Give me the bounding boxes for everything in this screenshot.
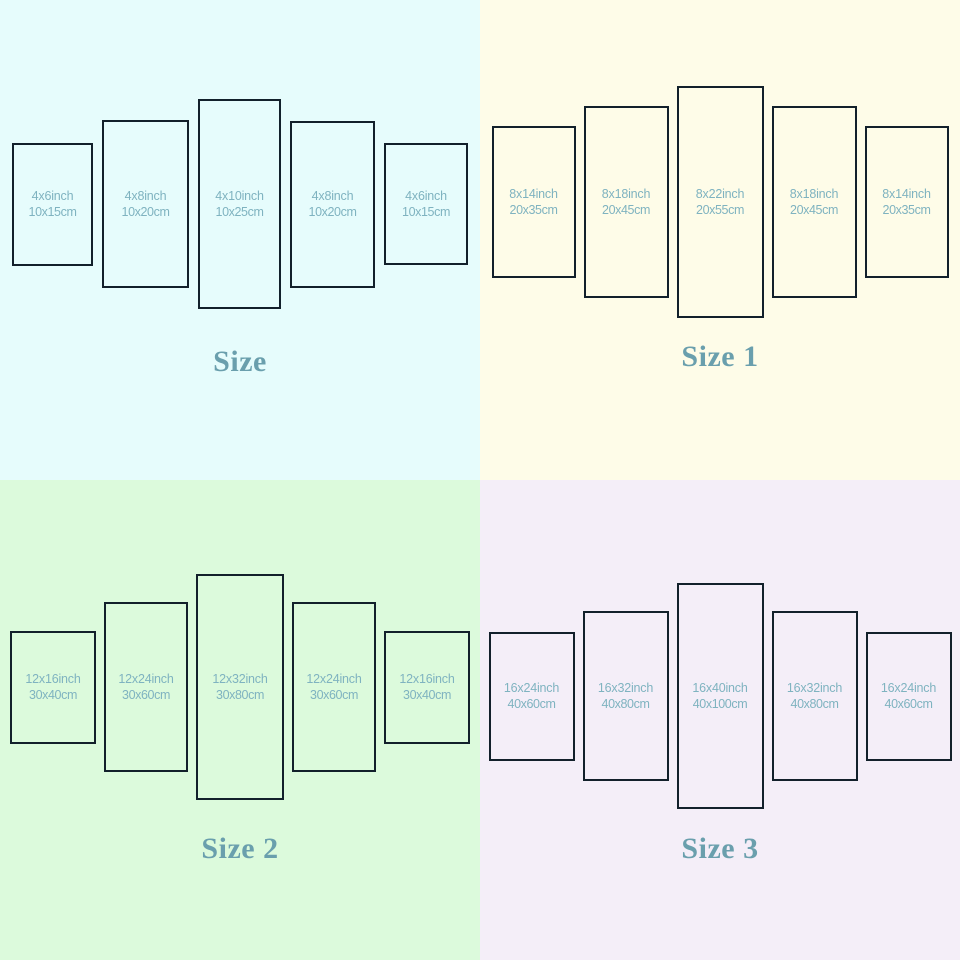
variant-title: Size 2 — [201, 832, 279, 865]
variant-title: Size 3 — [681, 832, 759, 865]
art-panel: 8x14inch 20x35cm — [864, 126, 949, 278]
panel-size-cm: 40x100cm — [692, 697, 748, 711]
panel-size-cm: 30x80cm — [216, 688, 264, 702]
panel-size-inch: 12x16inch — [25, 671, 81, 686]
panel-size-cm: 20x55cm — [696, 203, 744, 217]
panel-size-cm: 20x45cm — [790, 203, 838, 217]
variant-title: Size — [213, 345, 267, 378]
panel-size-cm: 40x60cm — [507, 697, 556, 711]
panel-size-cm: 30x40cm — [29, 688, 77, 702]
size-variant-panel-size-1: 8x14inch 20x35cm 8x18inch 20x45cm 8x22inch 20… — [480, 0, 960, 480]
size-variant-panel-size-2: 12x16inch 30x40cm 12x24inch 30x60cm 12x32inc… — [0, 480, 480, 960]
panel-size-cm: 20x35cm — [882, 203, 931, 217]
panel-strip: 8x14inch 20x35cm 8x18inch 20x45cm 8x22inch 20… — [480, 86, 960, 318]
panel-size-inch: 12x32inch — [212, 671, 268, 686]
panel-size-inch: 4x6inch — [31, 188, 74, 203]
panel-size-inch: 8x18inch — [789, 186, 839, 201]
size-variant-panel-size: 4x6inch 10x15cm 4x8inch 10x20cm 4x10inch 10x2… — [0, 0, 480, 480]
panel-size-inch: 4x8inch — [311, 188, 354, 203]
art-panel: 16x24inch 40x60cm — [865, 631, 952, 761]
art-panel: 4x8inch 10x20cm — [102, 120, 189, 288]
art-panel: 8x14inch 20x35cm — [491, 126, 576, 278]
art-panel: 16x40inch 40x100cm — [676, 583, 764, 809]
panel-size-inch: 16x24inch — [503, 680, 560, 695]
panel-size-cm: 10x20cm — [121, 205, 170, 219]
art-panel: 12x24inch 30x60cm — [292, 602, 376, 772]
panel-size-cm: 30x60cm — [122, 688, 170, 702]
panel-size-cm: 10x25cm — [215, 205, 264, 219]
panel-size-inch: 8x14inch — [882, 186, 931, 201]
panel-size-inch: 16x40inch — [692, 680, 748, 695]
size-variant-panel-size-3: 16x24inch 40x60cm 16x32inch 40x80cm 16x40inc… — [480, 480, 960, 960]
panel-size-cm: 30x60cm — [310, 688, 358, 702]
art-panel: 12x32inch 30x80cm — [196, 574, 284, 800]
panel-size-cm: 10x15cm — [28, 205, 77, 219]
panel-size-inch: 4x8inch — [124, 188, 167, 203]
panel-size-inch: 12x16inch — [399, 671, 455, 686]
art-panel: 16x24inch 40x60cm — [488, 631, 575, 761]
panel-size-inch: 4x6inch — [405, 188, 447, 203]
panel-size-inch: 8x22inch — [695, 186, 745, 201]
panel-strip: 4x6inch 10x15cm 4x8inch 10x20cm 4x10inch 10x2… — [0, 99, 480, 309]
panel-size-inch: 8x14inch — [509, 186, 558, 201]
panel-size-cm: 30x40cm — [403, 688, 451, 702]
art-panel: 12x16inch 30x40cm — [384, 630, 470, 744]
art-panel: 4x6inch 10x15cm — [12, 142, 93, 266]
art-panel: 8x18inch 20x45cm — [583, 106, 669, 298]
art-panel: 12x24inch 30x60cm — [104, 602, 188, 772]
art-panel: 8x22inch 20x55cm — [676, 86, 764, 318]
panel-size-inch: 12x24inch — [306, 671, 362, 686]
panel-size-cm: 10x15cm — [402, 205, 450, 219]
variant-title: Size 1 — [681, 340, 759, 373]
panel-size-cm: 40x60cm — [884, 697, 933, 711]
panel-size-cm: 40x80cm — [790, 697, 839, 711]
art-panel: 4x8inch 10x20cm — [290, 120, 375, 288]
panel-size-cm: 20x45cm — [602, 203, 650, 217]
art-panel: 4x6inch 10x15cm — [384, 143, 468, 265]
art-panel: 12x16inch 30x40cm — [10, 630, 96, 744]
panel-size-inch: 16x32inch — [786, 680, 843, 695]
art-panel: 16x32inch 40x80cm — [582, 611, 669, 781]
panel-size-inch: 16x32inch — [597, 680, 654, 695]
panel-size-inch: 16x24inch — [880, 680, 937, 695]
panel-size-cm: 10x20cm — [308, 205, 357, 219]
art-panel: 16x32inch 40x80cm — [771, 611, 858, 781]
panel-size-inch: 12x24inch — [118, 671, 174, 686]
panel-size-inch: 4x10inch — [215, 188, 264, 203]
panel-size-inch: 8x18inch — [601, 186, 651, 201]
panel-size-cm: 40x80cm — [601, 697, 650, 711]
panel-size-cm: 20x35cm — [509, 203, 558, 217]
panel-strip: 12x16inch 30x40cm 12x24inch 30x60cm 12x32inc… — [0, 574, 480, 800]
panel-strip: 16x24inch 40x60cm 16x32inch 40x80cm 16x40inc… — [480, 583, 960, 809]
art-panel: 4x10inch 10x25cm — [198, 99, 281, 309]
art-panel: 8x18inch 20x45cm — [771, 106, 857, 298]
